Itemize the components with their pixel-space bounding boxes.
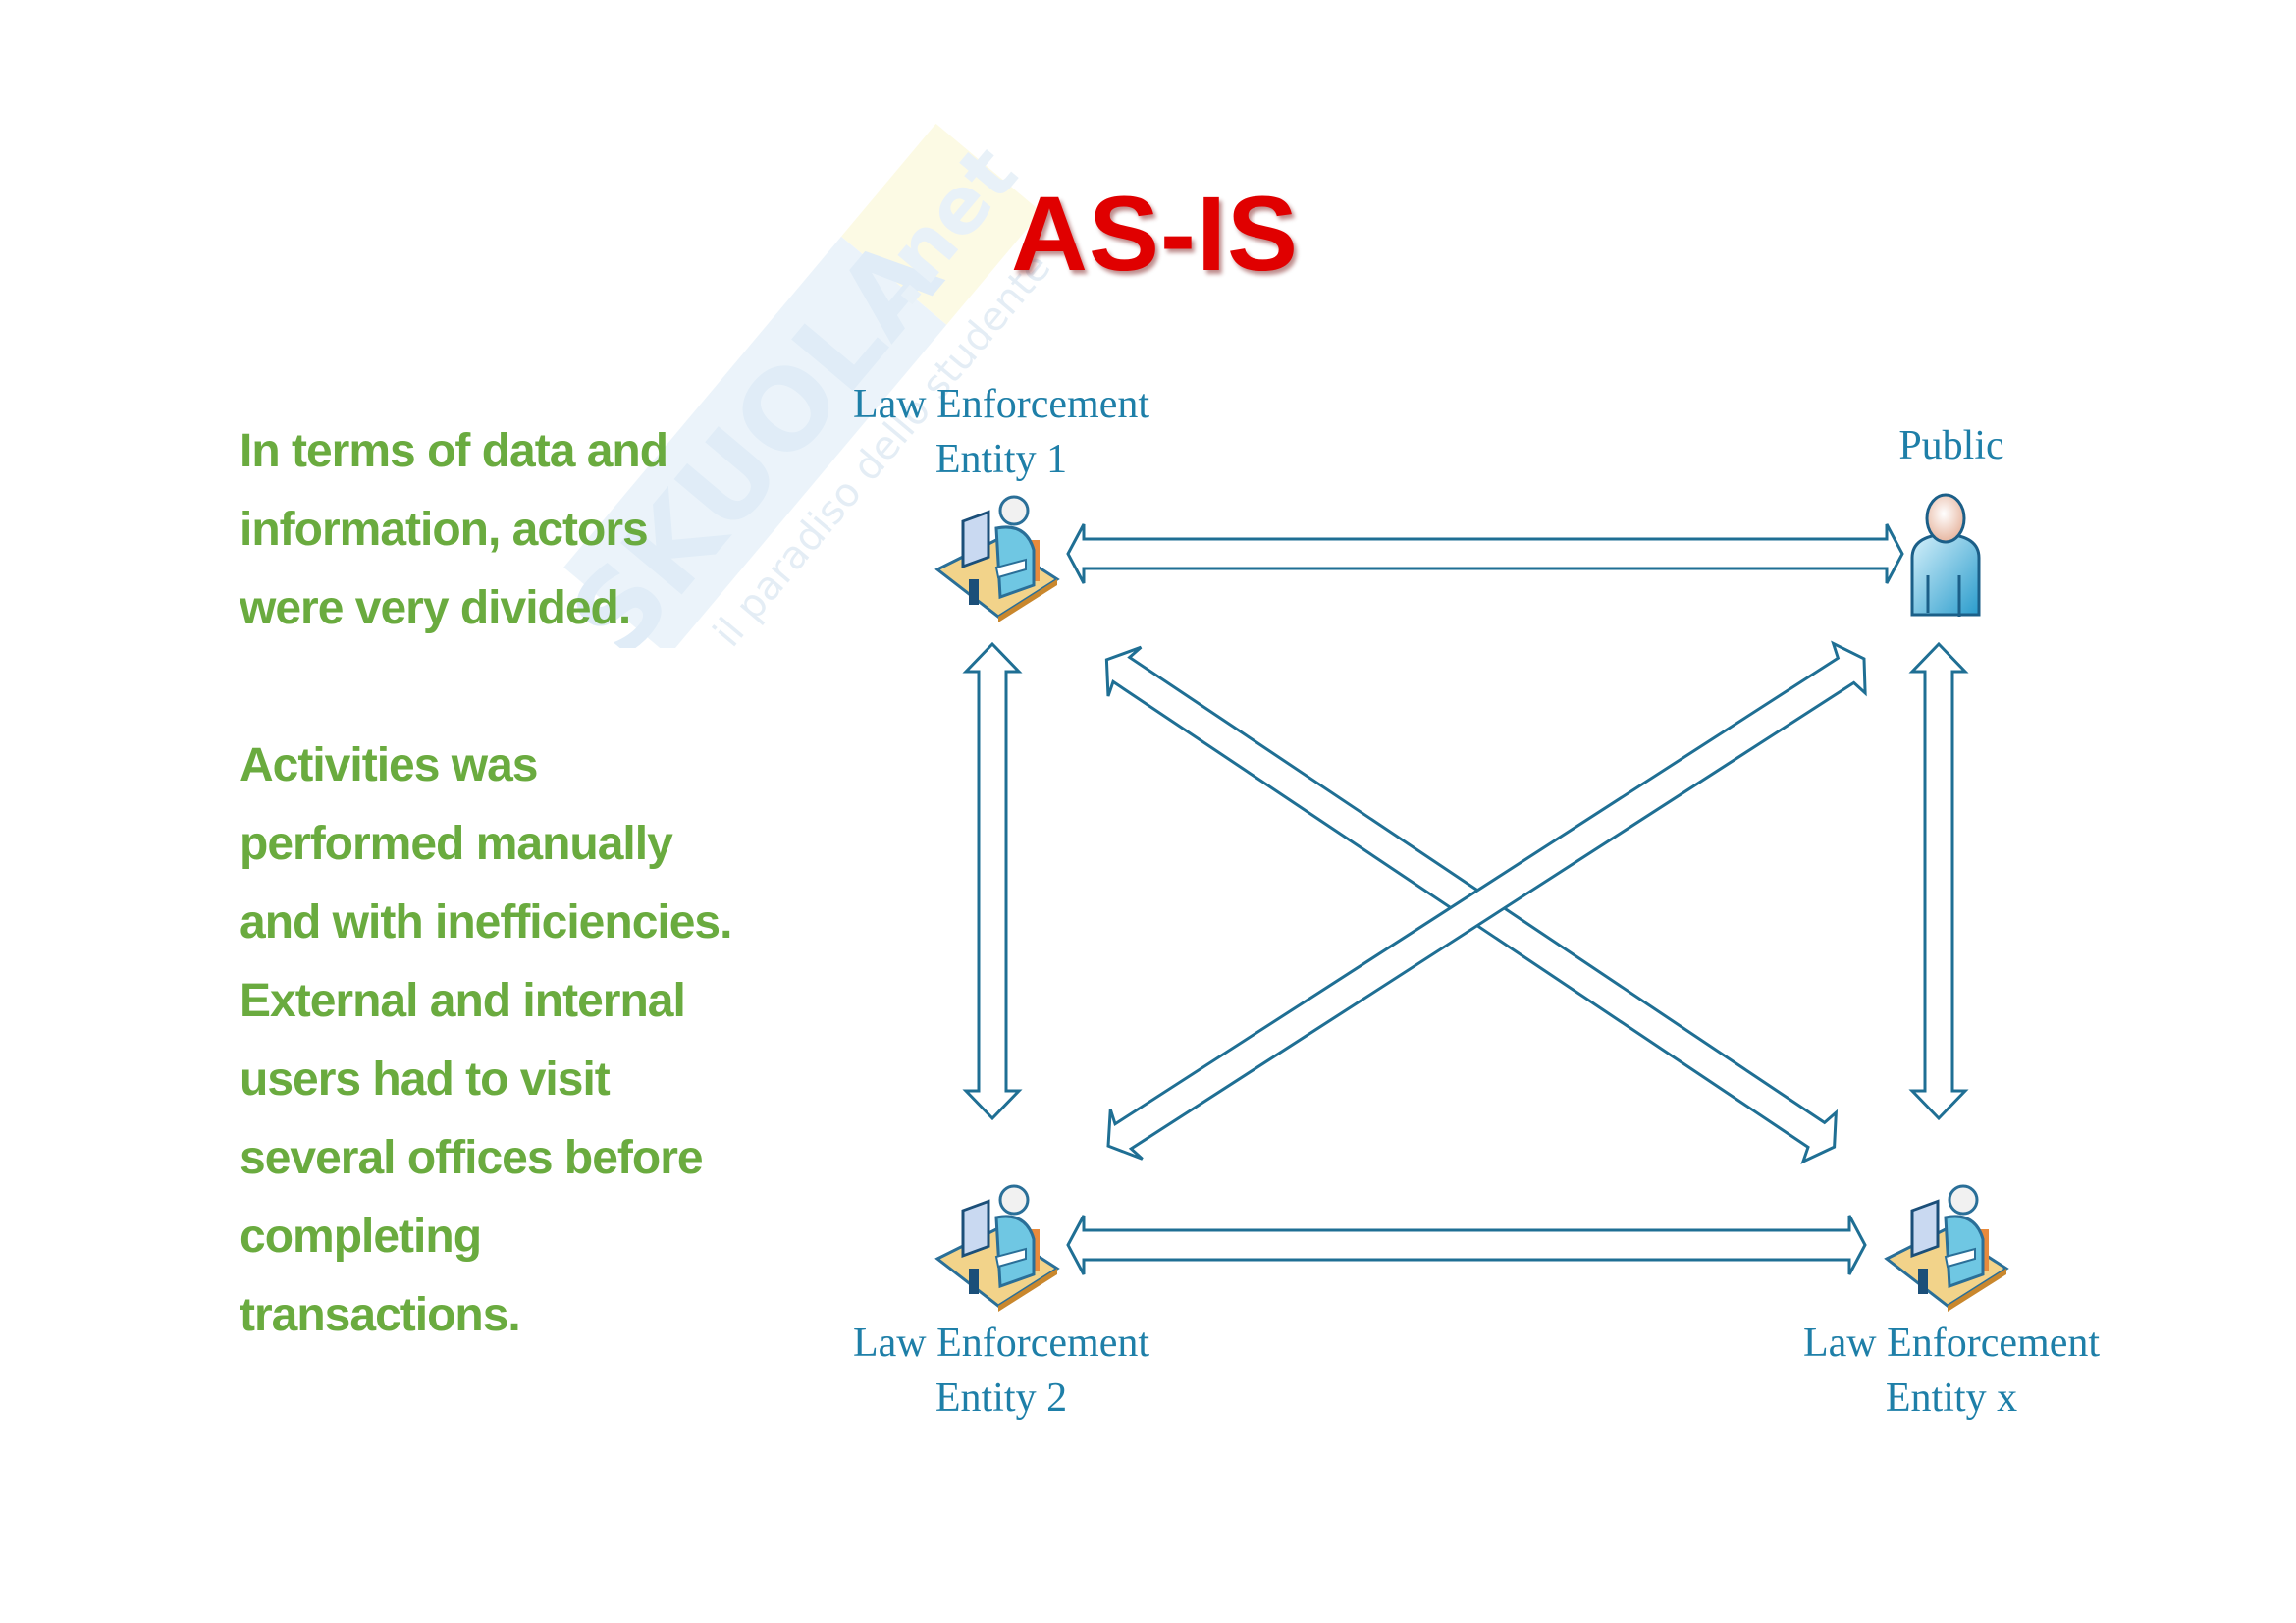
call-center-agent-icon (934, 1184, 1060, 1312)
node-label-line: Entity x (1885, 1376, 2018, 1421)
node-label-line: Law Enforcement (852, 382, 1150, 427)
arrow-le2-lex (1066, 1215, 1867, 1275)
text-line: completing (240, 1211, 482, 1263)
arrow-le2-public (1106, 640, 1867, 1161)
text-line: Activities was (240, 739, 538, 791)
text-line: and with inefficiencies. (240, 896, 732, 948)
text-line: users had to visit (240, 1054, 611, 1106)
text-line: performed manually (240, 818, 673, 870)
node-label-lex: Law Enforcement Entity x (1775, 1316, 2128, 1426)
node-label-line: Entity 1 (934, 437, 1068, 482)
slide-title: AS-IS (1011, 174, 1300, 293)
text-line: In terms of data and (240, 425, 668, 477)
call-center-agent-icon (934, 495, 1060, 622)
paragraph-2: Activities was performed manually and wi… (240, 727, 878, 1355)
text-line: were very divided. (240, 582, 631, 634)
node-label-public: Public (1834, 418, 2069, 473)
call-center-agent-icon (1884, 1184, 2009, 1312)
node-label-le2: Law Enforcement Entity 2 (825, 1316, 1178, 1426)
text-line: transactions. (240, 1289, 521, 1341)
node-label-line: Public (1898, 423, 2004, 468)
arrow-public-lex (1908, 641, 1969, 1121)
node-label-line: Entity 2 (934, 1376, 1068, 1421)
node-label-line: Law Enforcement (1802, 1321, 2101, 1366)
arrow-le1-le2 (962, 641, 1023, 1121)
arrow-le1-public (1066, 523, 1904, 584)
text-line: External and internal (240, 975, 686, 1027)
body-text: In terms of data and information, actors… (240, 412, 878, 1355)
text-line: several offices before (240, 1132, 704, 1184)
paragraph-1: In terms of data and information, actors… (240, 412, 878, 648)
person-icon (1910, 493, 1981, 617)
text-line: information, actors (240, 504, 649, 556)
node-label-line: Law Enforcement (852, 1321, 1150, 1366)
node-label-le1: Law Enforcement Entity 1 (825, 377, 1178, 487)
